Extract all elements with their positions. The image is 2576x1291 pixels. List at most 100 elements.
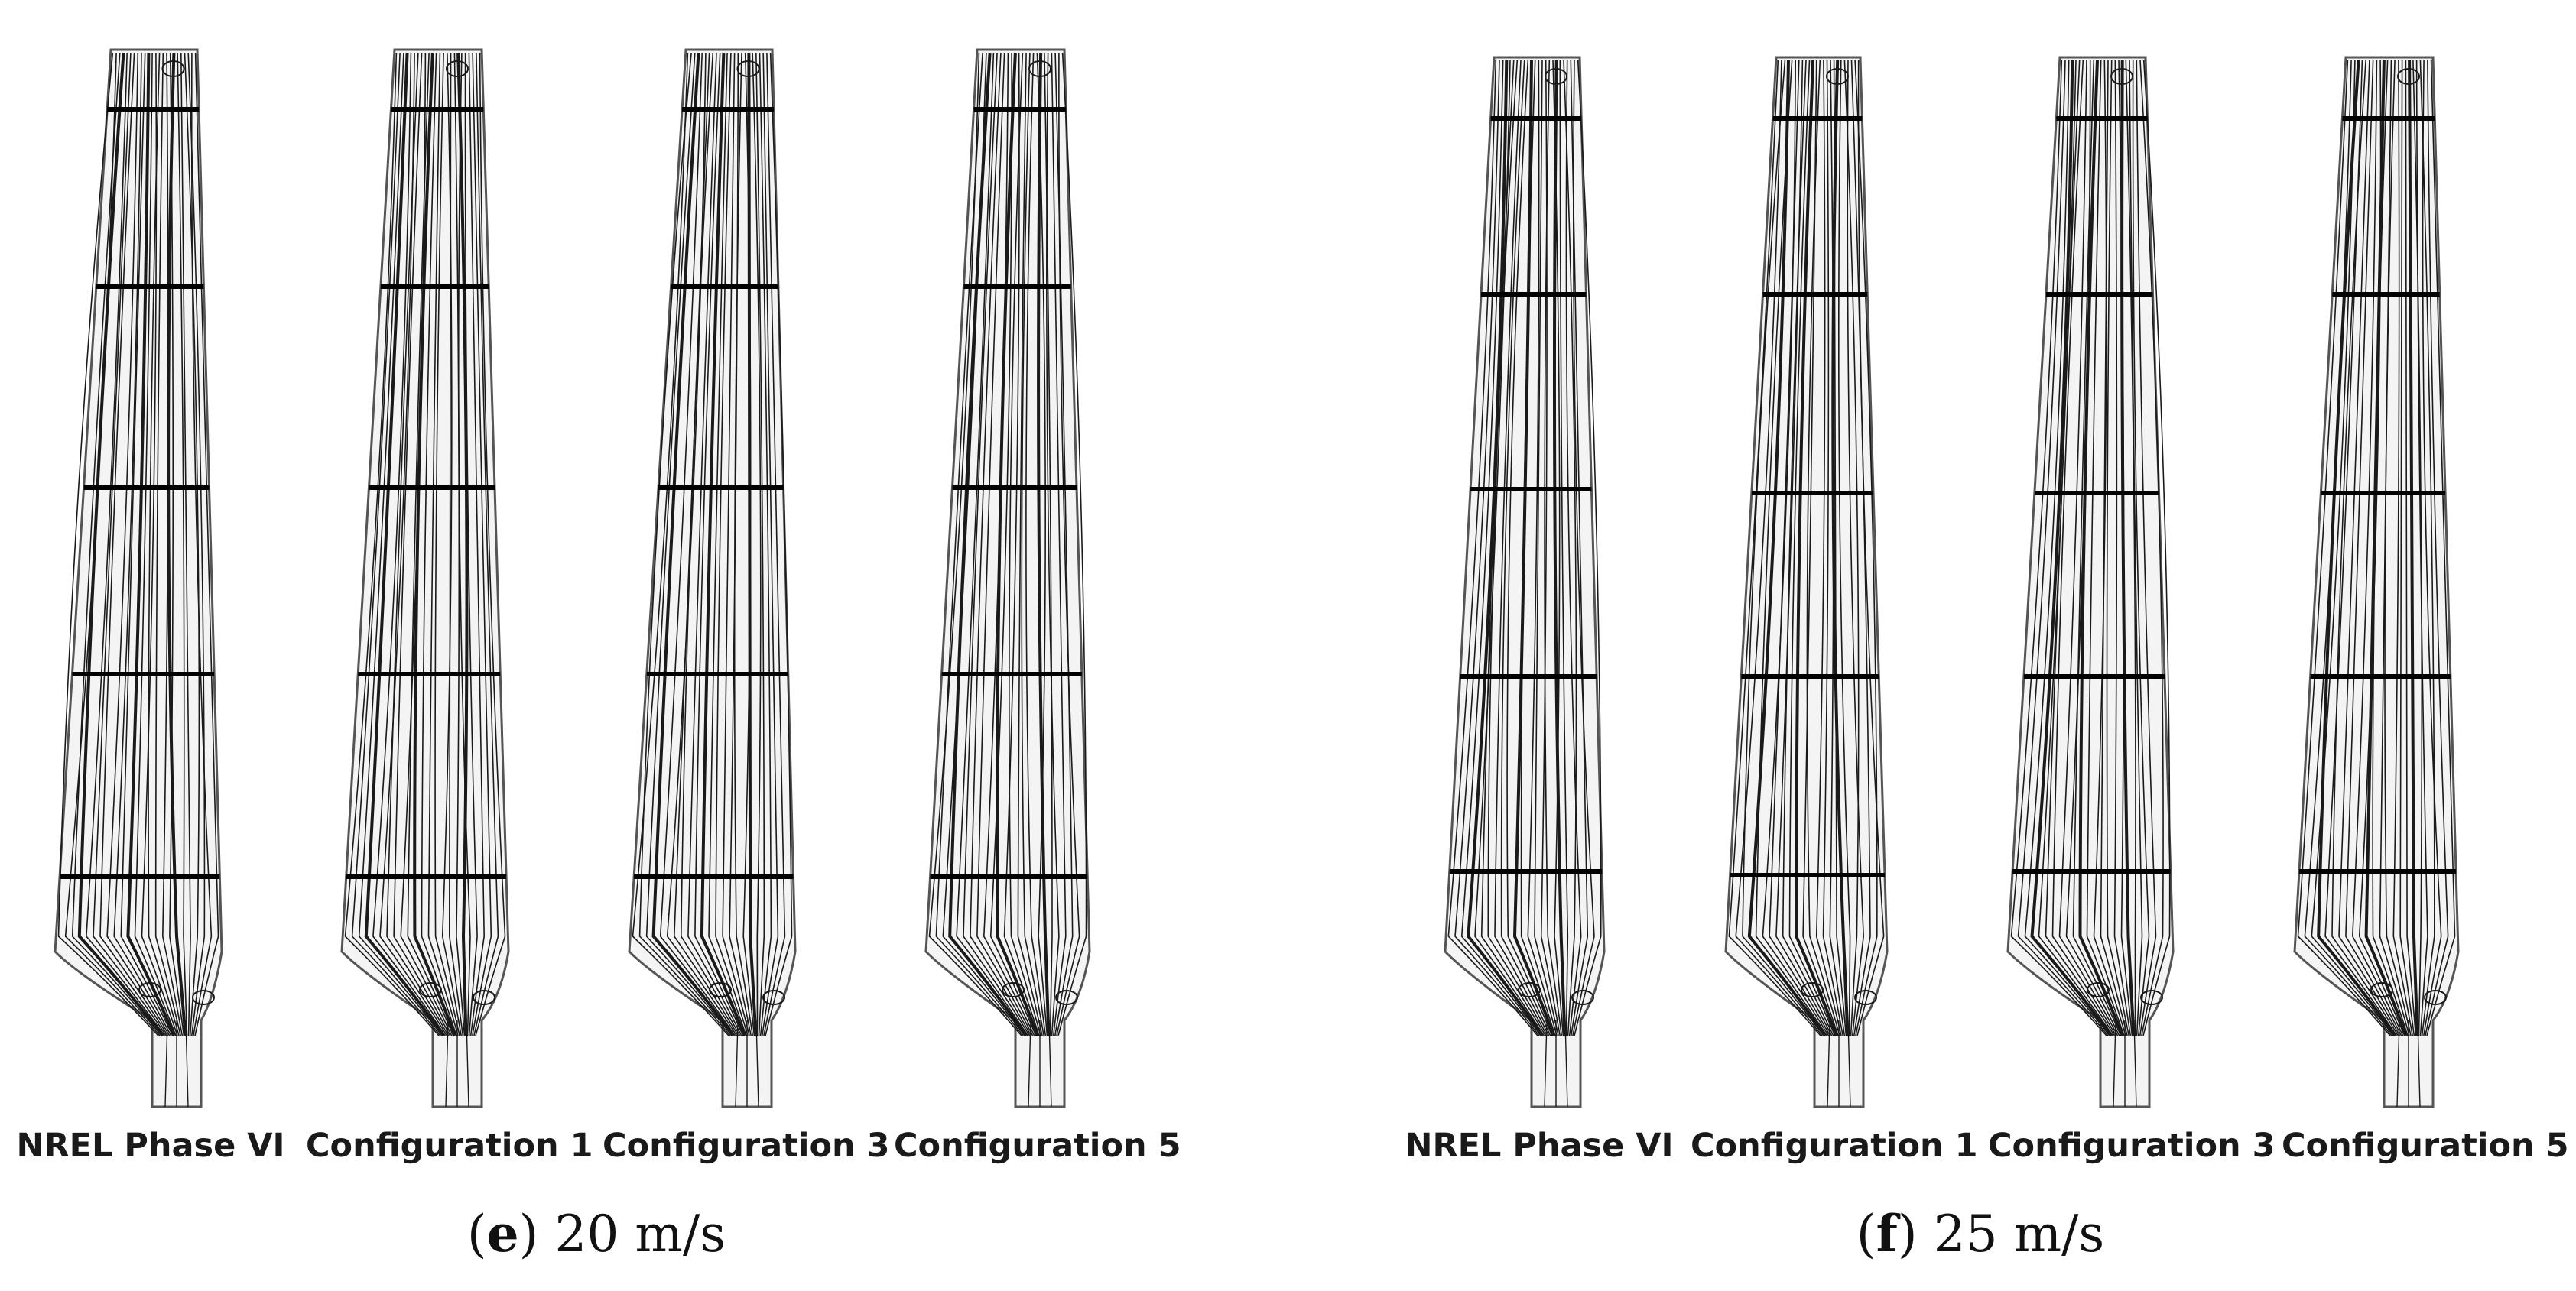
- streamline: [1559, 60, 1569, 1036]
- blade-label-e-4: Configuration 5: [894, 1127, 1181, 1165]
- streamline: [106, 52, 171, 1036]
- blade-outline: [2293, 56, 2460, 1108]
- panel-speed-f: 25 m/s: [1933, 1205, 2105, 1263]
- streamline: [1454, 60, 1540, 1036]
- shaft-streamline: [2133, 1020, 2137, 1108]
- streamline: [659, 52, 736, 1036]
- shaft-streamline: [445, 1020, 449, 1108]
- streamline: [2419, 60, 2435, 1036]
- panel-speed-e: 20 m/s: [554, 1205, 726, 1263]
- panel-caption-f: (f) 25 m/s: [1856, 1204, 2105, 1263]
- streamline: [2331, 60, 2399, 1036]
- blade-label-f-2: Configuration 1: [1691, 1127, 1978, 1165]
- streamline: [2415, 60, 2428, 1036]
- vortex-mark: [1002, 982, 1025, 997]
- streamline: [2338, 60, 2401, 1036]
- streamline: [1057, 52, 1087, 1036]
- streamline: [1831, 60, 1850, 1036]
- streamline: [1728, 60, 1821, 1036]
- shaft-streamline: [164, 1020, 168, 1108]
- streamline: [113, 52, 172, 1036]
- streamline: [680, 52, 741, 1036]
- streamline: [2024, 60, 2110, 1036]
- streamline: [1742, 60, 1824, 1036]
- blade-e-1: [54, 48, 223, 1108]
- streamline: [2408, 60, 2419, 1036]
- streamline: [632, 52, 729, 1036]
- streamline: [1850, 60, 1871, 1036]
- streamline: [2132, 60, 2150, 1036]
- streamline: [645, 52, 733, 1036]
- streamline: [694, 52, 744, 1036]
- streamline: [2078, 60, 2124, 1036]
- streamline: [1815, 60, 1842, 1036]
- vortex-mark: [2370, 982, 2393, 997]
- streamline: [963, 52, 1031, 1036]
- streamline: [2426, 60, 2456, 1036]
- vortex-mark: [709, 982, 732, 997]
- streamline: [1460, 60, 1541, 1036]
- streamline: [2372, 60, 2409, 1036]
- streamline: [1843, 60, 1860, 1036]
- streamline: [1837, 60, 1851, 1036]
- streamline: [1487, 60, 1548, 1036]
- streamline: [651, 52, 735, 1037]
- streamline: [1806, 60, 1840, 1036]
- shaft-streamline: [466, 1020, 469, 1108]
- streamline: [1563, 60, 1577, 1036]
- streamline: [638, 52, 731, 1036]
- shaft-streamline: [1847, 1020, 1851, 1108]
- streamline: [364, 52, 445, 1037]
- tip-vortex-mark: [736, 60, 760, 77]
- shaft-streamline: [755, 1020, 759, 1108]
- streamline: [1552, 60, 1564, 1036]
- streamline: [120, 52, 174, 1036]
- streamline: [2072, 60, 2122, 1036]
- blade-label-e-1: NREL Phase VI: [16, 1127, 285, 1165]
- streamline: [2010, 60, 2107, 1036]
- blade-f-1: [1444, 56, 1606, 1108]
- streamline: [2384, 60, 2412, 1036]
- blade-e-2: [340, 48, 510, 1108]
- tip-vortex-mark: [1826, 68, 1849, 85]
- streamline: [2086, 60, 2125, 1036]
- streamline: [1822, 60, 1843, 1036]
- streamline: [99, 52, 169, 1036]
- tip-vortex-mark: [1028, 60, 1051, 77]
- vortex-mark: [1518, 982, 1541, 997]
- streamline: [948, 52, 1028, 1037]
- streamline: [1552, 60, 1567, 1036]
- streamline: [1735, 60, 1823, 1036]
- streamline: [93, 52, 167, 1036]
- shaft-streamline: [735, 1020, 739, 1108]
- vortex-mark: [1571, 990, 1594, 1005]
- streamline: [1506, 60, 1553, 1036]
- streamline: [1802, 60, 1839, 1036]
- streamline: [1795, 60, 1838, 1036]
- streamline: [386, 52, 450, 1036]
- streamline: [1854, 60, 1878, 1036]
- streamline: [77, 52, 164, 1037]
- streamline: [2297, 60, 2391, 1036]
- vortex-mark: [2424, 990, 2447, 1005]
- streamline: [1527, 60, 1558, 1036]
- streamline: [57, 52, 159, 1036]
- blade-label-f-1: NREL Phase VI: [1405, 1127, 1674, 1165]
- streamline: [2045, 60, 2116, 1036]
- streamline: [2058, 60, 2119, 1036]
- shaft-streamline: [2113, 1020, 2116, 1108]
- vortex-mark: [2140, 990, 2163, 1005]
- blade-label-f-3: Configuration 3: [1988, 1127, 2276, 1165]
- streamline: [2113, 60, 2132, 1036]
- streamline: [2142, 60, 2171, 1036]
- streamline: [2125, 60, 2136, 1036]
- shaft-streamline: [185, 1020, 189, 1108]
- streamline: [1565, 60, 1582, 1036]
- streamline: [2129, 60, 2143, 1036]
- streamline: [1500, 60, 1551, 1036]
- streamline: [1544, 60, 1563, 1036]
- shaft-streamline: [1827, 1020, 1830, 1108]
- vortex-mark: [1854, 990, 1877, 1005]
- streamline: [928, 52, 1022, 1036]
